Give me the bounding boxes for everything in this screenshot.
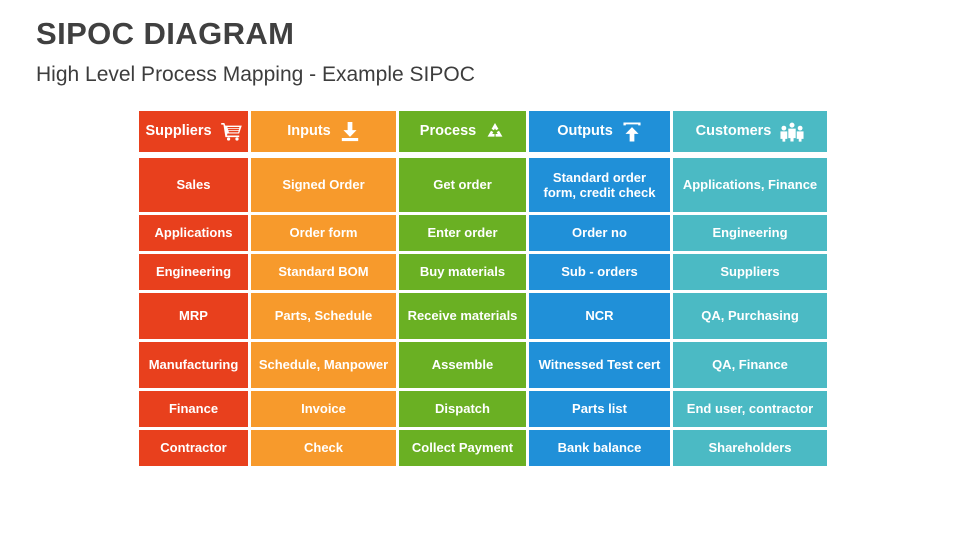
cell-inputs: Standard BOM: [251, 254, 396, 290]
cell-suppliers: Manufacturing: [139, 342, 248, 388]
cell-process: Assemble: [399, 342, 526, 388]
cell-inputs: Invoice: [251, 391, 396, 427]
cell-outputs: Sub - orders: [529, 254, 670, 290]
heading-block: SIPOC DIAGRAM High Level Process Mapping…: [36, 16, 916, 87]
cell-suppliers: Applications: [139, 215, 248, 251]
cell-outputs: Bank balance: [529, 430, 670, 466]
cell-customers: End user, contractor: [673, 391, 827, 427]
column-header-outputs[interactable]: Outputs: [529, 111, 670, 152]
shopping-cart-icon: [220, 122, 242, 141]
cell-inputs: Order form: [251, 215, 396, 251]
column-header-label: Process: [419, 122, 477, 139]
cell-inputs: Parts, Schedule: [251, 293, 396, 339]
cell-inputs: Check: [251, 430, 396, 466]
sipoc-table: Suppliers Inputs: [139, 111, 827, 466]
cell-suppliers: MRP: [139, 293, 248, 339]
cell-outputs: Witnessed Test cert: [529, 342, 670, 388]
cell-inputs: Schedule, Manpower: [251, 342, 396, 388]
cell-outputs: Order no: [529, 215, 670, 251]
cell-suppliers: Contractor: [139, 430, 248, 466]
column-header-customers[interactable]: Customers: [673, 111, 827, 152]
cell-customers: Shareholders: [673, 430, 827, 466]
cell-outputs: Parts list: [529, 391, 670, 427]
page-subtitle: High Level Process Mapping - Example SIP…: [36, 62, 475, 86]
cell-process: Receive materials: [399, 293, 526, 339]
column-header-label: Suppliers: [145, 122, 212, 139]
cell-process: Enter order: [399, 215, 526, 251]
cell-suppliers: Engineering: [139, 254, 248, 290]
recycle-icon: [485, 122, 505, 142]
table-header-row: Suppliers Inputs: [139, 111, 827, 152]
cell-customers: Engineering: [673, 215, 827, 251]
cell-suppliers: Sales: [139, 158, 248, 212]
cell-outputs: Standard order form, credit check: [529, 158, 670, 212]
people-group-icon: [780, 122, 804, 142]
column-header-label: Outputs: [557, 122, 613, 139]
page-title: SIPOC DIAGRAM: [36, 16, 295, 51]
download-icon: [340, 121, 360, 142]
cell-customers: Applications, Finance: [673, 158, 827, 212]
cell-customers: Suppliers: [673, 254, 827, 290]
upload-icon: [622, 122, 642, 142]
column-header-process[interactable]: Process: [399, 111, 526, 152]
cell-process: Collect Payment: [399, 430, 526, 466]
column-header-label: Customers: [695, 122, 772, 139]
cell-customers: QA, Purchasing: [673, 293, 827, 339]
column-header-inputs[interactable]: Inputs: [251, 111, 396, 152]
cell-process: Dispatch: [399, 391, 526, 427]
cell-process: Buy materials: [399, 254, 526, 290]
cell-inputs: Signed Order: [251, 158, 396, 212]
column-header-suppliers[interactable]: Suppliers: [139, 111, 248, 152]
cell-process: Get order: [399, 158, 526, 212]
cell-outputs: NCR: [529, 293, 670, 339]
cell-suppliers: Finance: [139, 391, 248, 427]
cell-customers: QA, Finance: [673, 342, 827, 388]
column-header-label: Inputs: [287, 122, 331, 139]
